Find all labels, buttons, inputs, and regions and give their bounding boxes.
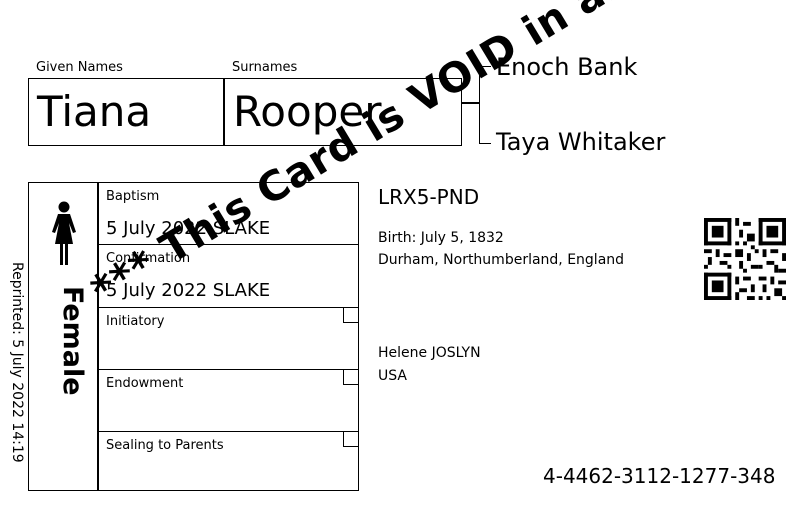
ordinance-table: Baptism 5 July 2022 SLAKE Confirmation 5… [97, 182, 359, 491]
parent-connector [462, 102, 480, 104]
given-names-label: Given Names [36, 60, 123, 75]
mother-name: Taya Whitaker [496, 128, 666, 156]
ordinance-label: Confirmation [106, 251, 191, 266]
surname: Rooper [233, 87, 382, 136]
submitter-country: USA [378, 368, 407, 384]
endowment-checkbox[interactable] [343, 369, 359, 385]
female-person-icon [52, 201, 76, 265]
name-box: Tiana Rooper [28, 78, 462, 146]
ordinance-label: Sealing to Parents [106, 438, 224, 453]
sex-label: Female [57, 286, 88, 396]
submitter-name: Helene JOSLYN [378, 345, 481, 361]
card-number: 4-4462-3112-1277-348 [543, 464, 776, 488]
birth-date: Birth: July 5, 1832 [378, 230, 504, 246]
ordinance-baptism: Baptism 5 July 2022 SLAKE [98, 183, 358, 245]
parent-bracket [479, 66, 491, 144]
qr-code-icon [704, 218, 786, 300]
ordinance-initiatory: Initiatory [98, 307, 359, 370]
sealing-checkbox[interactable] [343, 431, 359, 447]
person-id: LRX5-PND [378, 185, 480, 209]
ordinance-date: 5 July 2022 SLAKE [106, 218, 271, 239]
given-name: Tiana [37, 87, 152, 136]
ordinance-date: 5 July 2022 SLAKE [106, 280, 271, 301]
birth-place: Durham, Northumberland, England [378, 252, 625, 268]
ordinance-confirmation: Confirmation 5 July 2022 SLAKE [98, 245, 358, 308]
father-name: Enoch Bank [496, 53, 638, 81]
ordinance-label: Baptism [106, 189, 160, 204]
ordinance-endowment: Endowment [98, 369, 359, 432]
reprinted-stamp: Reprinted: 5 July 2022 14:19 [9, 262, 25, 463]
ordinance-label: Initiatory [106, 314, 165, 329]
sex-box: Female [28, 182, 99, 491]
ordinance-sealing-to-parents: Sealing to Parents [98, 431, 359, 490]
initiatory-checkbox[interactable] [343, 307, 359, 323]
name-divider [223, 79, 225, 145]
surnames-label: Surnames [232, 60, 298, 75]
ordinance-label: Endowment [106, 376, 184, 391]
